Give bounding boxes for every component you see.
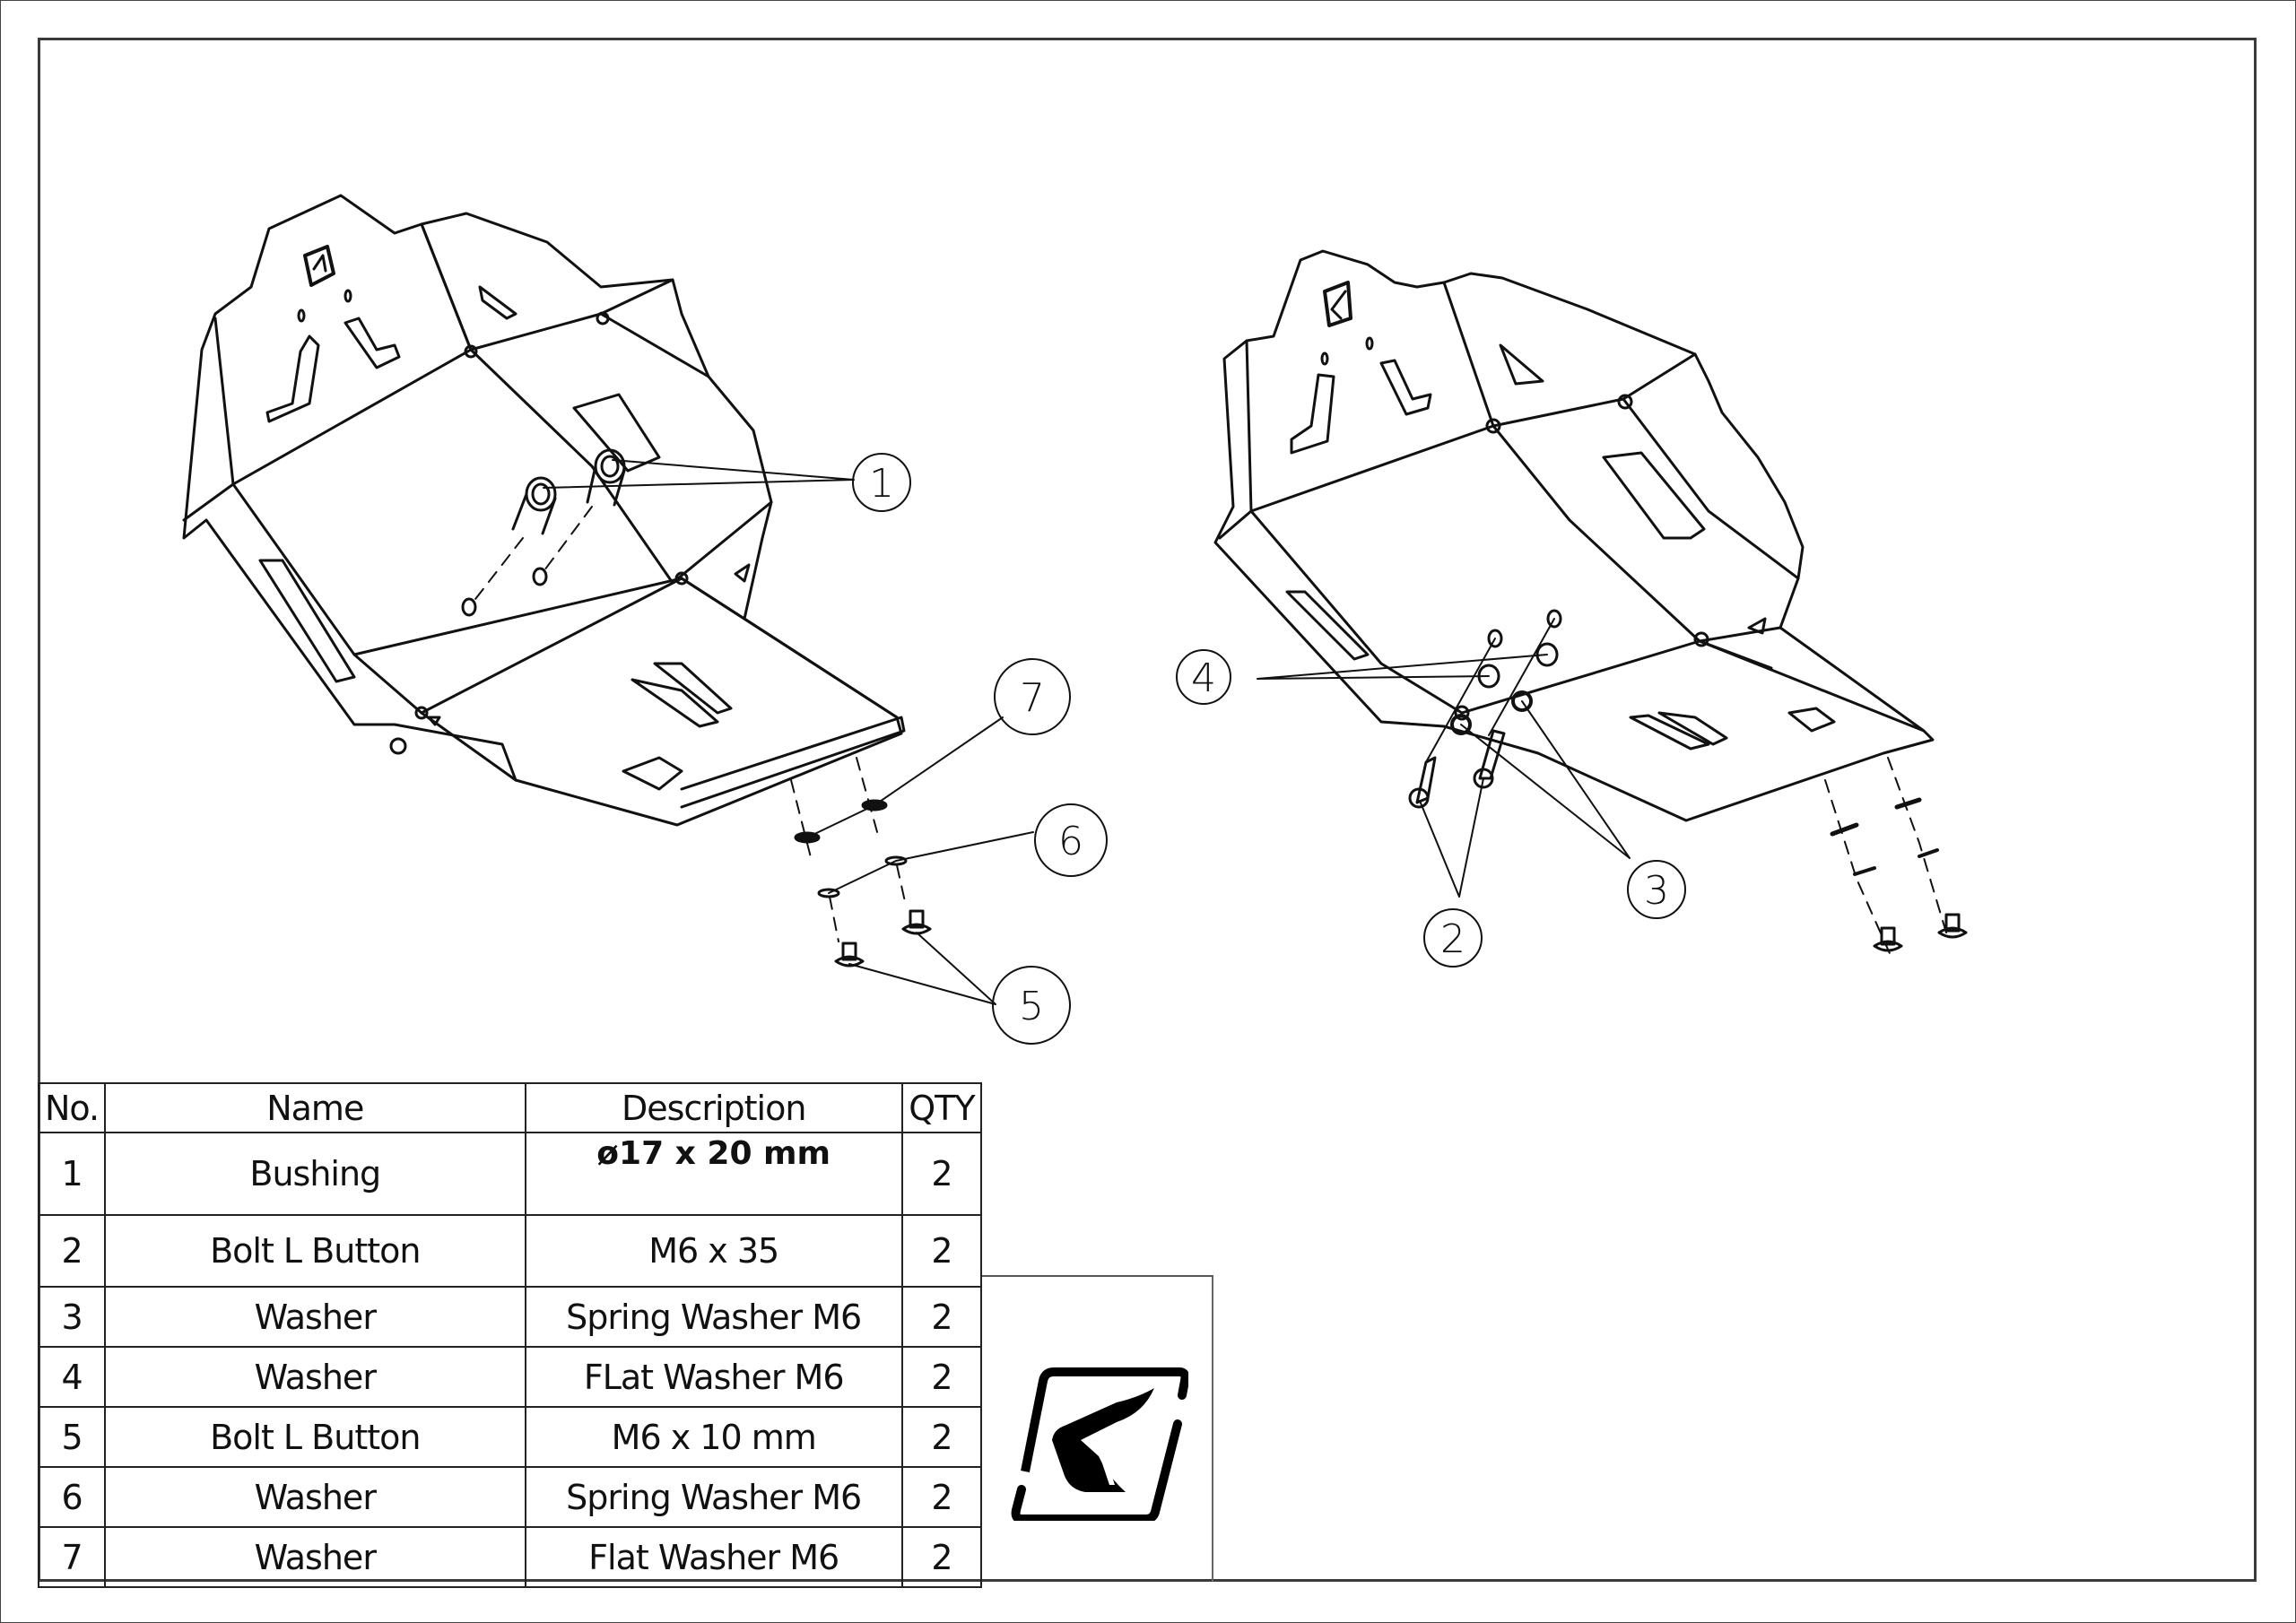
cell-qty: 2 bbox=[900, 1286, 983, 1348]
table-row: 6 Washer Spring Washer M6 2 bbox=[37, 1466, 983, 1528]
header-no: No. bbox=[37, 1082, 107, 1133]
table-row: 5 Bolt L Button M6 x 10 mm 2 bbox=[37, 1406, 983, 1468]
cell-qty: 2 bbox=[900, 1132, 983, 1216]
balloon-4: 4 bbox=[1176, 649, 1231, 705]
cell-description: Spring Washer M6 bbox=[524, 1286, 903, 1348]
cell-name: Washer bbox=[104, 1526, 526, 1588]
header-name: Name bbox=[104, 1082, 526, 1133]
cell-qty: 2 bbox=[900, 1346, 983, 1408]
cell-description: ø17 x 20 mm bbox=[524, 1132, 903, 1216]
bill-of-materials-table: No. Name Description QTY 1 Bushing ø17 x… bbox=[37, 1082, 983, 1588]
left-skid-plate bbox=[182, 194, 903, 827]
cell-no: 3 bbox=[37, 1286, 107, 1348]
cell-no: 7 bbox=[37, 1526, 107, 1588]
cell-no: 5 bbox=[37, 1406, 107, 1468]
table-row: 3 Washer Spring Washer M6 2 bbox=[37, 1286, 983, 1348]
cell-name: Bolt L Button bbox=[104, 1214, 526, 1288]
left-rear-fasteners bbox=[680, 716, 932, 968]
svg-text:7: 7 bbox=[1020, 675, 1045, 721]
drawing-frame bbox=[38, 38, 2257, 1582]
right-skid-plate bbox=[1213, 249, 1968, 960]
cell-qty: 2 bbox=[900, 1214, 983, 1288]
svg-text:6: 6 bbox=[1058, 819, 1083, 864]
logo-box bbox=[982, 1275, 1213, 1582]
cell-no: 4 bbox=[37, 1346, 107, 1408]
balloon-5: 5 bbox=[992, 966, 1071, 1045]
left-leader-lines bbox=[543, 459, 1034, 1005]
svg-text:5: 5 bbox=[1019, 984, 1044, 1029]
cell-no: 1 bbox=[37, 1132, 107, 1216]
table-row: 2 Bolt L Button M6 x 35 2 bbox=[37, 1214, 983, 1288]
cell-qty: 2 bbox=[900, 1466, 983, 1528]
balloon-1: 1 bbox=[852, 453, 911, 512]
cell-name: Bushing bbox=[104, 1132, 526, 1216]
balloon-6: 6 bbox=[1034, 803, 1108, 877]
header-description: Description bbox=[524, 1082, 903, 1133]
svg-text:1: 1 bbox=[869, 461, 894, 507]
cell-description: Spring Washer M6 bbox=[524, 1466, 903, 1528]
balloon-2: 2 bbox=[1423, 908, 1483, 968]
cell-description: M6 x 10 mm bbox=[524, 1406, 903, 1468]
header-qty: QTY bbox=[900, 1082, 983, 1133]
cell-name: Washer bbox=[104, 1466, 526, 1528]
cell-no: 6 bbox=[37, 1466, 107, 1528]
cell-description: FLat Washer M6 bbox=[524, 1346, 903, 1408]
right-leader-lines bbox=[1257, 654, 1631, 898]
balloon-3: 3 bbox=[1627, 860, 1686, 919]
balloon-7: 7 bbox=[994, 658, 1071, 735]
cell-qty: 2 bbox=[900, 1406, 983, 1468]
svg-text:3: 3 bbox=[1644, 868, 1669, 914]
cell-description: Flat Washer M6 bbox=[524, 1526, 903, 1588]
table-row: 7 Washer Flat Washer M6 2 bbox=[37, 1526, 983, 1588]
cell-name: Bolt L Button bbox=[104, 1406, 526, 1468]
cell-name: Washer bbox=[104, 1346, 526, 1408]
table-row: 1 Bushing ø17 x 20 mm 2 bbox=[37, 1132, 983, 1216]
cell-qty: 2 bbox=[900, 1526, 983, 1588]
svg-text:4: 4 bbox=[1191, 655, 1216, 701]
cell-no: 2 bbox=[37, 1214, 107, 1288]
cell-name: Washer bbox=[104, 1286, 526, 1348]
table-row: 4 Washer FLat Washer M6 2 bbox=[37, 1346, 983, 1408]
table-header-row: No. Name Description QTY bbox=[37, 1082, 983, 1133]
svg-text:2: 2 bbox=[1440, 916, 1465, 962]
brand-k-logo-icon bbox=[1011, 1367, 1188, 1521]
cell-description: M6 x 35 bbox=[524, 1214, 903, 1288]
